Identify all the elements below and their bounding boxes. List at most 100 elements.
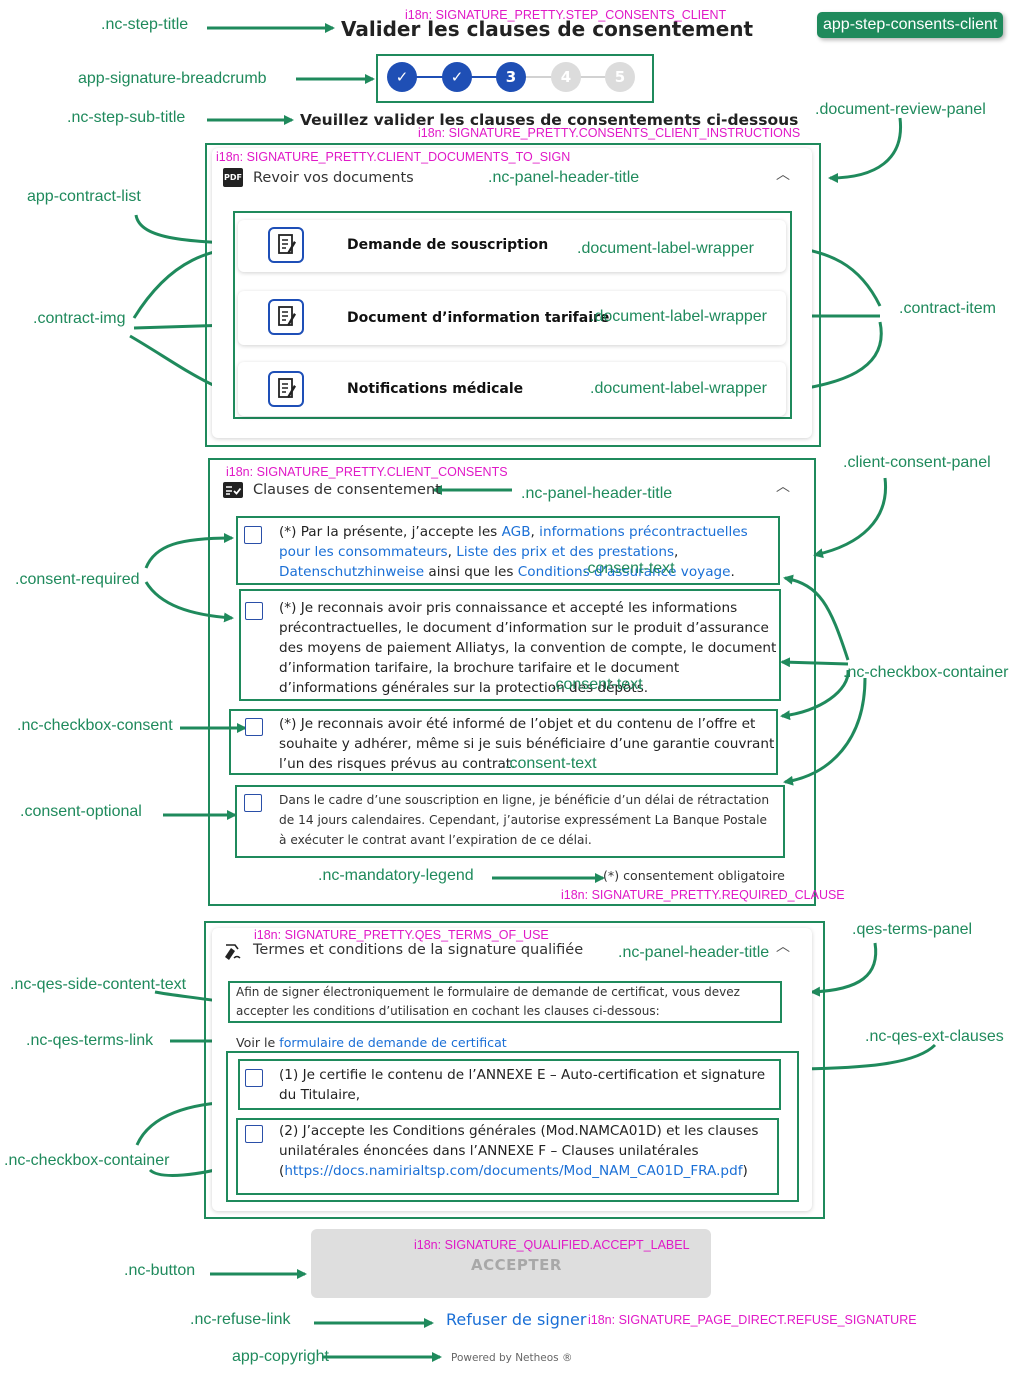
arrow-qes-ext-clauses	[798, 1043, 937, 1074]
ann-qes-terms-link: .nc-qes-terms-link	[26, 1032, 154, 1049]
i18n-sub-title: i18n: SIGNATURE_PRETTY.CONSENTS_CLIENT_I…	[418, 126, 801, 140]
page-title: Valider les clauses de consentement	[341, 17, 754, 41]
signature-icon	[222, 941, 244, 961]
consent-checkbox-1[interactable]	[244, 526, 262, 544]
ann-doc-review-panel: .document-review-panel	[815, 101, 986, 118]
contract-icon	[268, 371, 304, 407]
sub-title: Veuillez valider les clauses de consente…	[300, 111, 799, 129]
breadcrumb-step-1[interactable]: ✓	[387, 62, 417, 92]
qes-clause-2: (2) J’accepte les Conditions générales (…	[279, 1123, 759, 1179]
arrow-consent-required-2	[144, 581, 234, 623]
i18n-required-clause: i18n: SIGNATURE_PRETTY.REQUIRED_CLAUSE	[561, 888, 845, 902]
panel-title-documents[interactable]: Revoir vos documents	[253, 170, 414, 186]
breadcrumb-box	[376, 54, 654, 103]
chevron-up-icon[interactable]: ︿	[776, 479, 790, 495]
document-review-panel	[205, 143, 821, 447]
ann-client-consent-panel: .client-consent-panel	[843, 454, 991, 471]
ann-contract-item: .contract-item	[899, 300, 996, 317]
ann-label-wrapper-3: .document-label-wrapper	[590, 380, 767, 397]
qes-ext-clauses	[226, 1051, 799, 1202]
precontract-info-link[interactable]: informations précontractuelles pour les …	[279, 524, 748, 560]
qes-checkbox-1[interactable]	[245, 1069, 263, 1087]
ann-consent-text-3: .consent-text	[505, 755, 597, 772]
arrow-cbc-4	[783, 677, 867, 786]
ann-contract-list: app-contract-list	[27, 188, 141, 205]
ann-qes-checkbox-container: .nc-checkbox-container	[4, 1152, 170, 1169]
consent-required-2	[239, 589, 781, 701]
qes-checkbox-2[interactable]	[245, 1125, 263, 1143]
consent-checkbox-4[interactable]	[244, 794, 262, 812]
chevron-up-icon[interactable]: ︿	[776, 939, 790, 955]
privacy-link[interactable]: Datenschutzhinweise	[279, 564, 425, 580]
component-badge: app-step-consents-client	[817, 12, 1004, 38]
qes-terms-panel	[204, 921, 825, 1219]
agb-link[interactable]: AGB	[501, 524, 531, 540]
ann-checkbox-consent: .nc-checkbox-consent	[17, 717, 173, 734]
client-consent-panel	[208, 458, 816, 906]
ann-consent-required: .consent-required	[15, 571, 140, 588]
i18n-documents: i18n: SIGNATURE_PRETTY.CLIENT_DOCUMENTS_…	[216, 150, 571, 164]
document-label[interactable]: Notifications médicale	[347, 381, 524, 397]
arrow-cbc-1	[783, 574, 850, 661]
consent-optional	[235, 785, 785, 858]
accept-button-label: ACCEPTER	[471, 1256, 562, 1274]
ann-consent-optional: .consent-optional	[20, 803, 142, 820]
ann-copyright: app-copyright	[232, 1348, 329, 1365]
panel-title-qes[interactable]: Termes et conditions de la signature qua…	[253, 942, 584, 958]
consent-text-2: (*) Je reconnais avoir pris connaissance…	[279, 600, 777, 696]
contract-item-1[interactable]	[238, 220, 786, 272]
i18n-accept: i18n: SIGNATURE_QUALIFIED.ACCEPT_LABEL	[414, 1238, 690, 1252]
qes-card	[212, 928, 812, 1211]
ann-consent-text-2: .consent-text	[551, 676, 643, 693]
qes-clause-1: (1) Je certifie le contenu de l’ANNEXE E…	[279, 1067, 766, 1103]
breadcrumb-step-3[interactable]: 3	[496, 62, 526, 92]
contract-icon	[268, 299, 304, 335]
checkbox-container-3	[229, 709, 778, 775]
contract-item-2[interactable]	[238, 291, 786, 345]
consent-required-1	[236, 516, 780, 585]
breadcrumb-step-2[interactable]: ✓	[442, 62, 472, 92]
document-label[interactable]: Document d’information tarifaire	[347, 310, 610, 326]
qes-checkbox-container-1	[238, 1059, 781, 1110]
ann-panel-title-2: .nc-panel-header-title	[521, 485, 673, 502]
i18n-qes: i18n: SIGNATURE_PRETTY.QES_TERMS_OF_USE	[254, 928, 549, 942]
document-label[interactable]: Demande de souscription	[347, 237, 549, 253]
arrow-cbc-3	[780, 669, 850, 721]
consent-checkbox-2[interactable]	[245, 602, 263, 620]
i18n-consents: i18n: SIGNATURE_PRETTY.CLIENT_CONSENTS	[226, 465, 508, 479]
mandatory-legend: (*) consentement obligatoire	[603, 868, 785, 883]
ann-qes-side-text: .nc-qes-side-content-text	[10, 976, 187, 993]
ann-panel-title-1: .nc-panel-header-title	[488, 169, 640, 186]
price-list-link[interactable]: Liste des prix et des prestations	[456, 544, 675, 560]
checklist-icon	[223, 482, 243, 498]
panel-title-consents[interactable]: Clauses de consentement	[253, 482, 441, 498]
contract-item-3[interactable]	[238, 362, 786, 416]
ann-button: .nc-button	[124, 1262, 196, 1279]
ann-qes-ext-clauses: .nc-qes-ext-clauses	[865, 1028, 1004, 1045]
travel-insurance-link[interactable]: Conditions d’assurance voyage	[517, 564, 731, 580]
arrow-doc-review-panel	[828, 117, 903, 183]
namirial-doc-link[interactable]: https://docs.namirialtsp.com/documents/M…	[284, 1163, 743, 1179]
refuse-link[interactable]: Refuser de signer	[446, 1310, 587, 1329]
arrow-consent-required-1	[144, 533, 234, 569]
breadcrumb-step-5[interactable]: 5	[605, 62, 635, 92]
ann-breadcrumb: app-signature-breadcrumb	[78, 70, 267, 87]
ann-checkbox-container: .nc-checkbox-container	[843, 664, 1009, 681]
ann-qes-terms-panel: .qes-terms-panel	[852, 921, 973, 938]
ann-refuse-link: .nc-refuse-link	[190, 1311, 291, 1328]
certificate-form-link[interactable]: formulaire de demande de certificat	[279, 1035, 507, 1050]
consent-checkbox-3[interactable]	[245, 718, 263, 736]
ann-mandatory-legend: .nc-mandatory-legend	[318, 867, 474, 884]
ann-panel-title-3: .nc-panel-header-title	[618, 944, 770, 961]
contract-list	[233, 211, 792, 419]
copyright: Powered by Netheos ®	[451, 1352, 573, 1364]
consent-text-4: Dans le cadre d’une souscription en lign…	[279, 793, 770, 847]
pdf-icon: PDF	[223, 168, 243, 187]
ann-consent-text-1: .consent-text	[583, 560, 675, 577]
ann-label-wrapper-2: .document-label-wrapper	[590, 308, 767, 325]
chevron-up-icon[interactable]: ︿	[776, 167, 790, 183]
ann-sub-title: .nc-step-sub-title	[67, 109, 186, 126]
accept-button[interactable]	[311, 1229, 711, 1298]
arrow-client-consent-panel	[813, 477, 888, 559]
breadcrumb-step-4[interactable]: 4	[551, 62, 581, 92]
